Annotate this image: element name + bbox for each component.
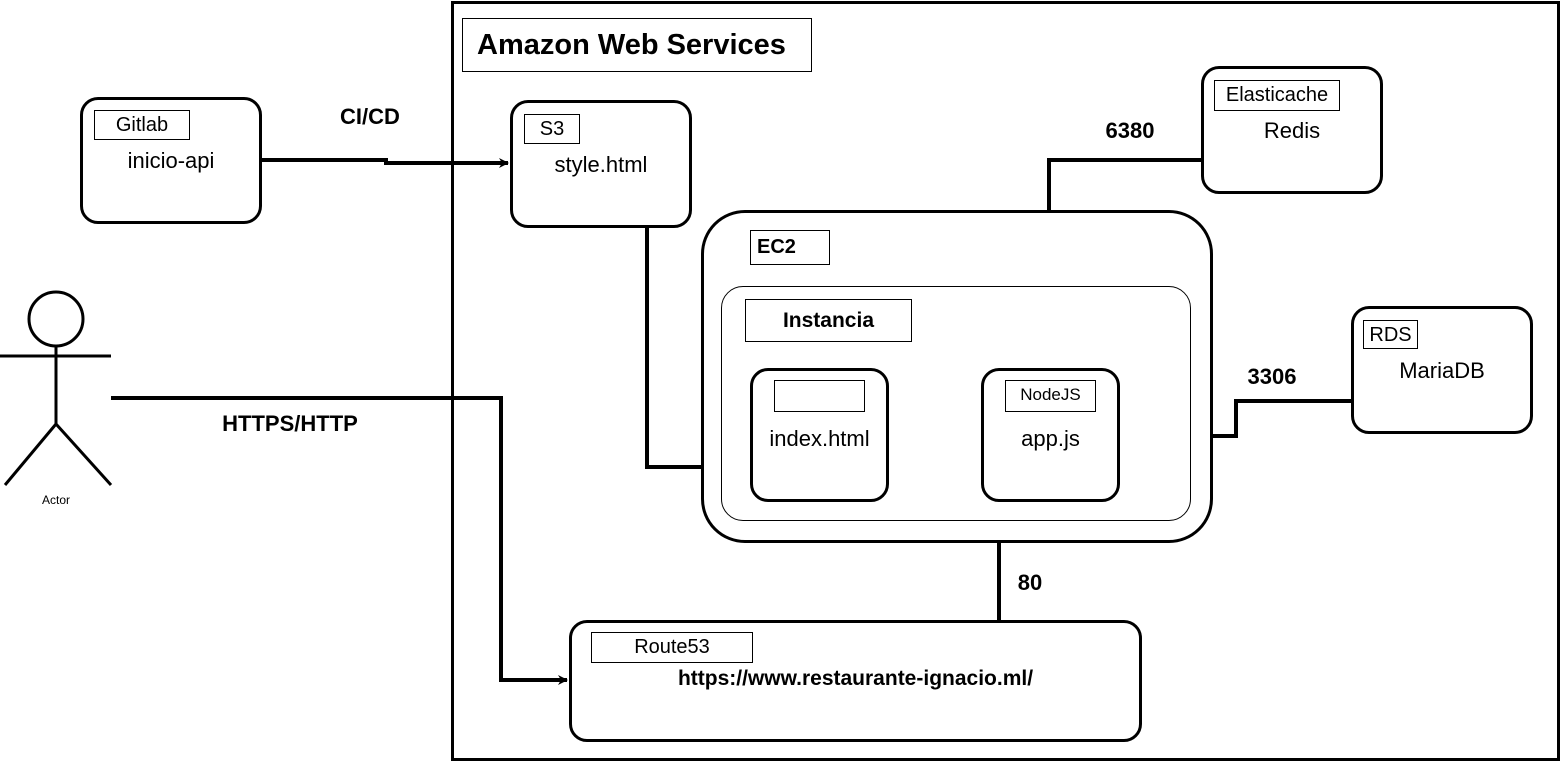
aws-frame bbox=[451, 1, 1560, 761]
actor-label: Actor bbox=[41, 493, 70, 507]
gitlab-tag: Gitlab bbox=[94, 110, 190, 140]
s3-tag: S3 bbox=[524, 114, 580, 144]
route53-tag: Route53 bbox=[591, 632, 753, 663]
gitlab-name: inicio-api bbox=[127, 148, 215, 173]
rds-name: MariaDB bbox=[1399, 358, 1485, 383]
rds-tag: RDS bbox=[1363, 320, 1418, 349]
aws-title: Amazon Web Services bbox=[462, 18, 812, 72]
actor-figure bbox=[0, 290, 113, 487]
edge-actor-route53 bbox=[111, 396, 568, 685]
s3-name: style.html bbox=[554, 152, 648, 177]
route53-url: https://www.restaurante-ignacio.ml/ bbox=[677, 667, 1034, 690]
nodejs-name: app.js bbox=[1021, 426, 1080, 451]
index-tag bbox=[774, 380, 865, 412]
index-name: index.html bbox=[769, 426, 870, 451]
elasticache-tag: Elasticache bbox=[1214, 80, 1340, 111]
label-redis-port: 6380 bbox=[1105, 118, 1155, 143]
nodejs-tag: NodeJS bbox=[1005, 380, 1096, 412]
label-db-port: 3306 bbox=[1247, 364, 1297, 389]
ec2-tag: EC2 bbox=[750, 230, 830, 265]
label-http-port: 80 bbox=[1017, 570, 1043, 595]
instance-tag: Instancia bbox=[745, 299, 912, 342]
label-cicd: CI/CD bbox=[340, 104, 400, 129]
label-https: HTTPS/HTTP bbox=[222, 411, 358, 436]
edge-gitlab-s3 bbox=[262, 158, 509, 168]
elasticache-name: Redis bbox=[1263, 118, 1321, 143]
